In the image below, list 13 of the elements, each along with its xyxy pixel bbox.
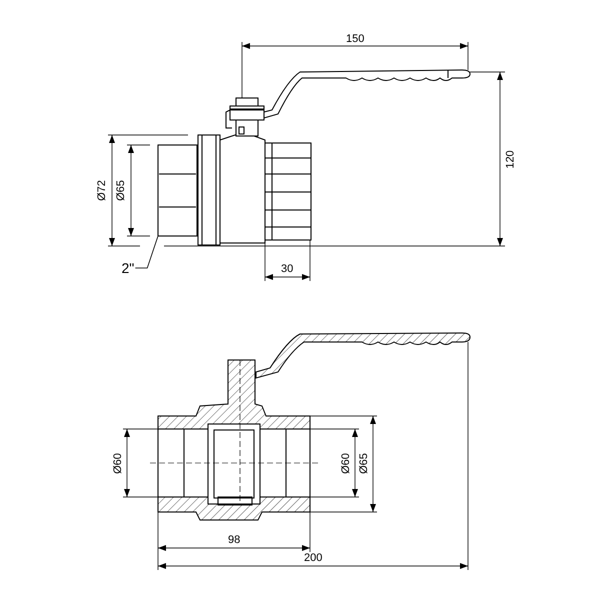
dimension-label: Ø60 [112, 452, 124, 474]
thread-size-label: 2" [122, 261, 134, 275]
dimension-label: 200 [304, 552, 322, 564]
dimension-label: 120 [506, 150, 517, 168]
dimension-label: 150 [346, 34, 364, 44]
threaded-end [158, 144, 198, 236]
dimension-label: Ø65 [358, 452, 370, 474]
dimension-label: 30 [281, 264, 294, 274]
dimension-label: Ø65 [115, 180, 126, 200]
dimension-label: Ø72 [96, 180, 108, 200]
dimension-label: 98 [228, 534, 240, 546]
leader-line [134, 236, 158, 268]
dimension-label: Ø60 [340, 452, 352, 474]
